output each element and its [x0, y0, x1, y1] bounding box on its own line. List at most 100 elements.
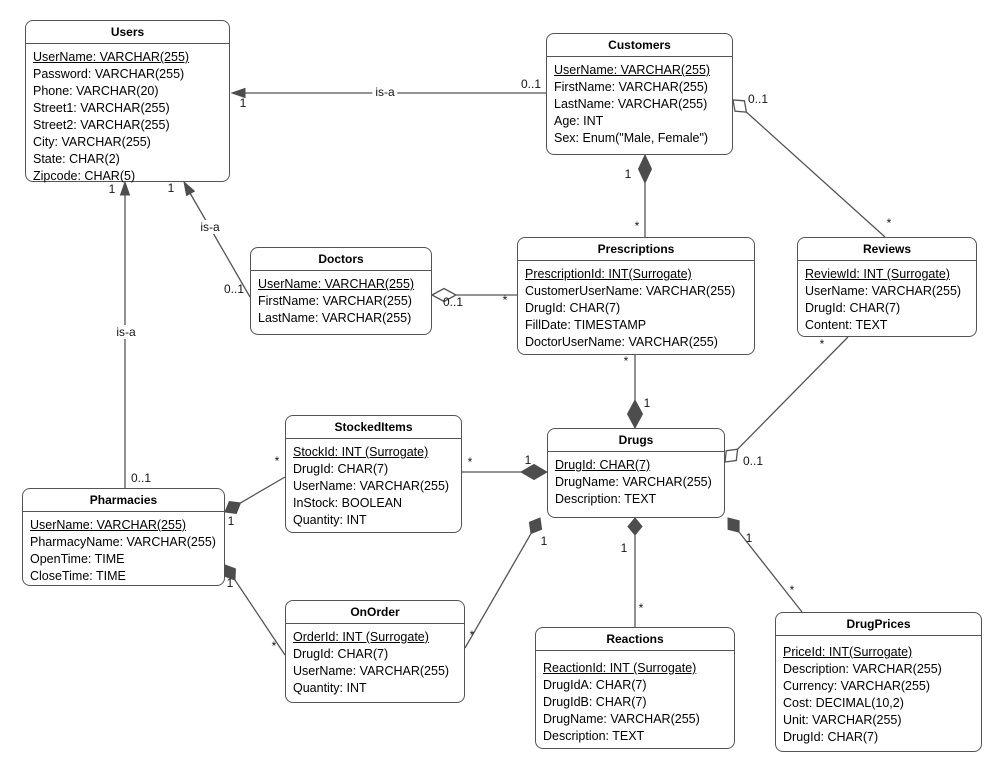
entity-attribute-pk: ReactionId: INT (Surrogate) — [543, 661, 697, 675]
entity-pharmacies-attributes: UserName: VARCHAR(255) PharmacyName: VARC… — [23, 512, 224, 585]
entity-customers-attributes: UserName: VARCHAR(255)FirstName: VARCHAR… — [547, 57, 732, 147]
entity-attribute: Street2: VARCHAR(255) — [33, 118, 170, 132]
entity-reviews-attributes: ReviewId: INT (Surrogate) UserName: VARCH… — [798, 261, 976, 334]
entity-attribute: InStock: BOOLEAN — [293, 496, 403, 510]
entity-drugprices[interactable]: DrugPrices PriceId: INT(Surrogate)Descri… — [775, 612, 982, 752]
entity-attribute: City: VARCHAR(255) — [33, 135, 151, 149]
entity-drugs[interactable]: Drugs DrugId: CHAR(7)DrugName: VARCHAR(2… — [547, 428, 725, 518]
multiplicity-label: 1 — [643, 396, 651, 410]
composition-diamond — [528, 517, 543, 535]
entity-attribute: Description: TEXT — [555, 492, 657, 506]
entity-doctors[interactable]: Doctors UserName: VARCHAR(255)FirstName:… — [250, 247, 432, 335]
is-a-label: is-a — [372, 85, 398, 99]
multiplicity-label: * — [274, 454, 280, 468]
entity-attribute: DrugId: CHAR(7) — [525, 301, 621, 315]
entity-attribute-pk: PrescriptionId: INT(Surrogate) — [525, 267, 692, 281]
entity-reactions-attributes: ReactionId: INT (Surrogate)DrugIdA: CHAR… — [536, 651, 734, 745]
multiplicity-label: 1 — [524, 453, 532, 467]
multiplicity-label: 0..1 — [442, 295, 464, 309]
entity-customers-title: Customers — [547, 34, 732, 57]
composition-diamond — [627, 517, 643, 536]
is-a-label: is-a — [197, 220, 223, 234]
multiplicity-label: 1 — [108, 182, 116, 196]
entity-attribute: DrugId: CHAR(7) — [293, 647, 389, 661]
entity-customers[interactable]: Customers UserName: VARCHAR(255)FirstNam… — [546, 33, 733, 155]
entity-stockeditems-title: StockedItems — [286, 416, 461, 439]
aggregation-diamond — [732, 99, 748, 113]
multiplicity-label: 1 — [620, 541, 628, 555]
entity-attribute: UserName: VARCHAR(255) — [805, 284, 962, 298]
entity-attribute-pk: StockId: INT (Surrogate) — [293, 445, 429, 459]
connector-drugs-onorder — [464, 517, 543, 649]
entity-attribute: Sex: Enum("Male, Female") — [554, 131, 709, 145]
entity-attribute: FirstName: VARCHAR(255) — [258, 294, 412, 308]
entity-users-title: Users — [26, 21, 229, 44]
multiplicity-label: 1 — [227, 514, 235, 528]
entity-attribute: LastName: VARCHAR(255) — [258, 311, 412, 325]
multiplicity-label: 0..1 — [742, 454, 764, 468]
entity-reviews-title: Reviews — [798, 238, 976, 261]
connector-stockeditems-drugs — [462, 463, 549, 481]
entity-attribute: Quantity: INT — [293, 513, 367, 527]
is-a-label: is-a — [113, 325, 139, 339]
entity-stockeditems[interactable]: StockedItems StockId: INT (Surrogate) Dru… — [285, 415, 462, 533]
entity-prescriptions-attributes: PrescriptionId: INT(Surrogate) CustomerUs… — [518, 261, 754, 351]
composition-diamond — [637, 153, 653, 185]
multiplicity-label: 0..1 — [223, 282, 245, 296]
entity-attribute: PharmacyName: VARCHAR(255) — [30, 535, 216, 549]
multiplicity-label: 0..1 — [747, 92, 769, 106]
connector-customers-reviews — [732, 99, 886, 238]
entity-onorder-title: OnOrder — [286, 601, 464, 624]
entity-attribute: CustomerUserName: VARCHAR(255) — [525, 284, 736, 298]
entity-drugs-attributes: DrugId: CHAR(7) DrugName: VARCHAR(255) Des… — [548, 452, 724, 508]
entity-pharmacies[interactable]: Pharmacies UserName: VARCHAR(255)Pharmac… — [22, 488, 225, 586]
entity-attribute: Quantity: INT — [293, 681, 367, 695]
entity-attribute: DrugId: CHAR(7) — [783, 730, 879, 744]
entity-attribute-pk: OrderId: INT (Surrogate) — [293, 630, 429, 644]
connector-pharmacies-stockeditems — [224, 476, 286, 515]
multiplicity-label: * — [789, 583, 795, 597]
entity-attribute: LastName: VARCHAR(255) — [554, 97, 708, 111]
multiplicity-label: * — [469, 628, 475, 642]
multiplicity-label: * — [634, 219, 640, 233]
entity-attribute-pk: PriceId: INT(Surrogate) — [783, 645, 913, 659]
entity-attribute-pk: UserName: VARCHAR(255) — [258, 277, 415, 291]
entity-attribute: Description: TEXT — [543, 729, 645, 743]
entity-attribute: DrugId: CHAR(7) — [805, 301, 901, 315]
multiplicity-label: 0..1 — [520, 77, 542, 91]
entity-attribute-pk: UserName: VARCHAR(255) — [30, 518, 187, 532]
entity-onorder-attributes: OrderId: INT (Surrogate) DrugId: CHAR(7) U… — [286, 624, 464, 697]
entity-doctors-attributes: UserName: VARCHAR(255) FirstName: VARCHAR… — [251, 271, 431, 327]
entity-attribute: FillDate: TIMESTAMP — [525, 318, 647, 332]
connector-prescriptions-drugs — [626, 355, 644, 430]
entity-attribute: DrugId: CHAR(7) — [293, 462, 389, 476]
multiplicity-label: * — [623, 354, 629, 368]
entity-reactions[interactable]: Reactions ReactionId: INT (Surrogate)Dru… — [535, 627, 735, 749]
multiplicity-label: 1 — [745, 531, 753, 545]
entity-users[interactable]: Users UserName: VARCHAR(255)Password: VA… — [25, 20, 230, 183]
multiplicity-label: 1 — [624, 167, 632, 181]
entity-attribute-pk: UserName: VARCHAR(255) — [33, 50, 190, 64]
entity-attribute-pk: ReviewId: INT (Surrogate) — [805, 267, 950, 281]
entity-attribute: Cost: DECIMAL(10,2) — [783, 696, 904, 710]
multiplicity-label: * — [467, 455, 473, 469]
connector-customers-prescriptions — [637, 153, 653, 237]
entity-attribute: DrugName: VARCHAR(255) — [555, 475, 712, 489]
connector-doctors-users — [183, 180, 251, 298]
connector-drugs-drugprices — [727, 517, 803, 613]
entity-attribute-pk: DrugId: CHAR(7) — [555, 458, 651, 472]
multiplicity-label: * — [271, 639, 277, 653]
multiplicity-label: 1 — [167, 181, 175, 195]
entity-stockeditems-attributes: StockId: INT (Surrogate)DrugId: CHAR(7)U… — [286, 439, 461, 529]
multiplicity-label: * — [502, 293, 508, 307]
multiplicity-label: 0..1 — [130, 471, 152, 485]
composition-diamond — [224, 500, 242, 515]
entity-reviews[interactable]: Reviews ReviewId: INT (Surrogate) UserNam… — [797, 237, 977, 337]
connector-reviews-drugs — [724, 336, 849, 463]
entity-attribute: DoctorUserName: VARCHAR(255) — [525, 335, 718, 349]
entity-attribute: Phone: VARCHAR(20) — [33, 84, 159, 98]
entity-attribute: UserName: VARCHAR(255) — [293, 664, 450, 678]
multiplicity-label: 1 — [540, 534, 548, 548]
entity-onorder[interactable]: OnOrder OrderId: INT (Surrogate) DrugId: … — [285, 600, 465, 703]
entity-prescriptions[interactable]: Prescriptions PrescriptionId: INT(Surrog… — [517, 237, 755, 355]
